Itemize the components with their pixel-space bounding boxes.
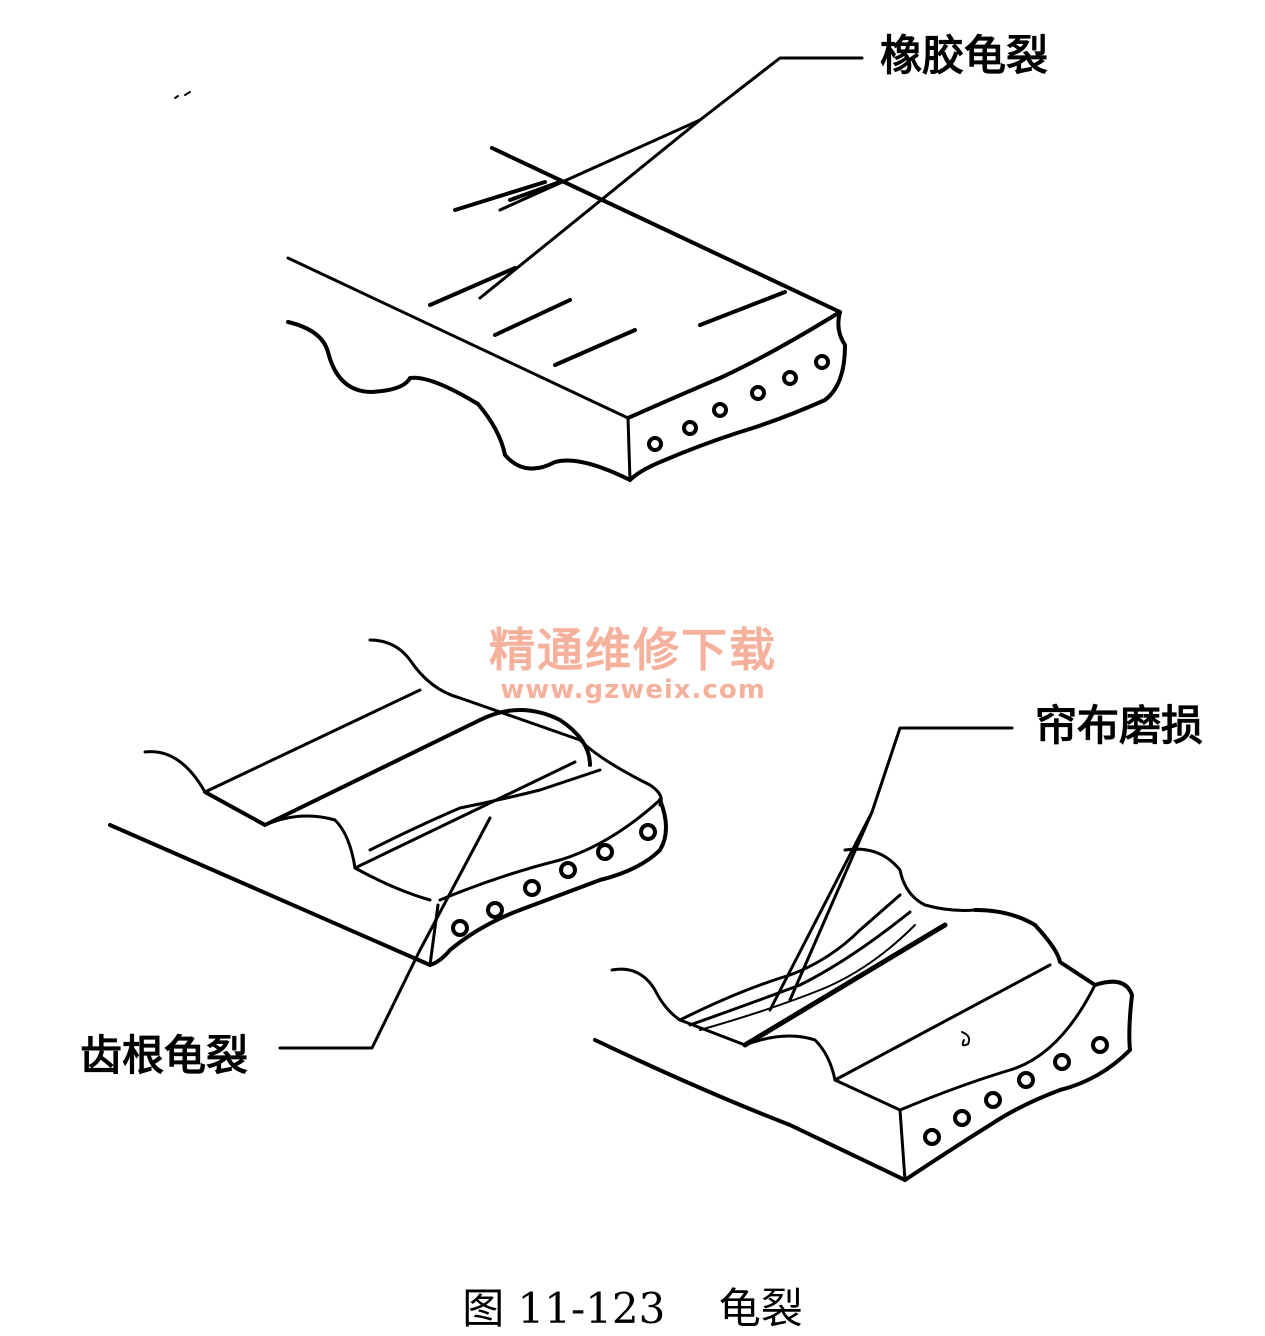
belt-fabric-wear — [593, 847, 1134, 1182]
watermark-url: www.gzweix.com — [500, 674, 766, 705]
leader-fabric-wear — [768, 726, 1014, 1012]
belt-rubber-crack — [174, 91, 847, 482]
label-root-crack: 齿根龟裂 — [80, 1031, 249, 1080]
figure-number: 图 11-123 — [462, 1284, 666, 1333]
watermark: 精通维修下载 www.gzweix.com — [458, 625, 808, 704]
watermark-title: 精通维修下载 — [489, 623, 777, 677]
belt-root-crack — [108, 638, 668, 967]
leader-rubber-crack — [478, 56, 864, 300]
label-fabric-wear: 帘布磨损 — [1035, 701, 1204, 750]
figure-title: 龟裂 — [718, 1284, 803, 1333]
label-rubber-crack: 橡胶龟裂 — [880, 31, 1049, 80]
leader-root-crack — [278, 816, 492, 1050]
figure-caption: 图 11-123 龟裂 — [0, 1275, 1265, 1336]
